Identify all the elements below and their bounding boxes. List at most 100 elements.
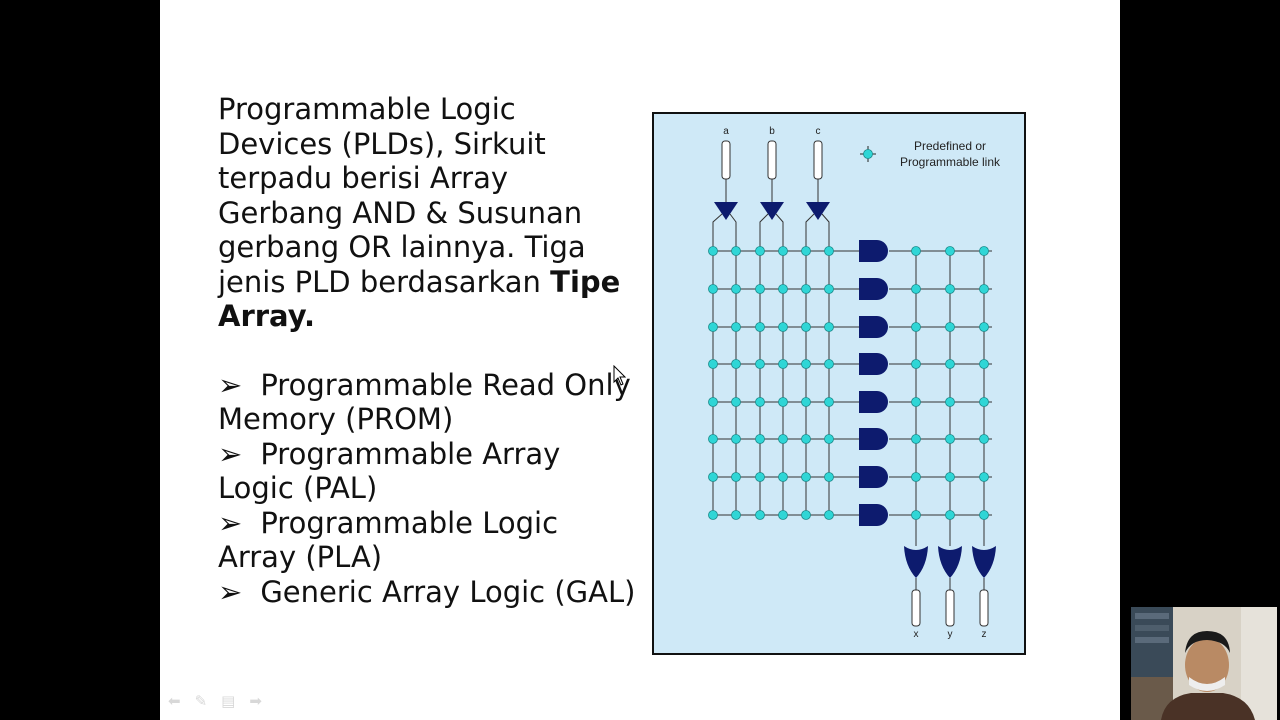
link-node bbox=[801, 322, 811, 332]
input-pin bbox=[767, 140, 777, 180]
link-node bbox=[755, 397, 765, 407]
output-label-x: x bbox=[914, 629, 919, 640]
link-node bbox=[824, 359, 834, 369]
link-node bbox=[945, 434, 955, 444]
link-node bbox=[731, 397, 741, 407]
bullet-label: Programmable Read Only Memory (PROM) bbox=[218, 367, 631, 437]
link-node bbox=[731, 472, 741, 482]
link-node bbox=[911, 434, 921, 444]
link-node bbox=[778, 434, 788, 444]
legend: Predefined or Programmable link bbox=[860, 139, 1001, 169]
presenter-webcam-image bbox=[1131, 607, 1277, 720]
legend-line-2: Programmable link bbox=[900, 155, 1001, 169]
link-node bbox=[979, 322, 989, 332]
link-node bbox=[755, 434, 765, 444]
link-node bbox=[708, 472, 718, 482]
link-node bbox=[979, 397, 989, 407]
link-node bbox=[708, 397, 718, 407]
input-label-c: c bbox=[816, 126, 821, 137]
link-node bbox=[945, 322, 955, 332]
bullet-arrow-icon: ➢ bbox=[218, 574, 243, 609]
link-node bbox=[755, 472, 765, 482]
link-node bbox=[731, 322, 741, 332]
link-node bbox=[801, 284, 811, 294]
link-node bbox=[911, 397, 921, 407]
link-node bbox=[731, 510, 741, 520]
link-node bbox=[778, 246, 788, 256]
and-gate-icon bbox=[859, 353, 888, 375]
link-node bbox=[979, 510, 989, 520]
link-node bbox=[824, 472, 834, 482]
slide-nav: ⬅ ✎ ▤ ➡ bbox=[168, 692, 262, 710]
link-node bbox=[945, 472, 955, 482]
link-node bbox=[945, 284, 955, 294]
link-node bbox=[824, 397, 834, 407]
link-node bbox=[911, 246, 921, 256]
link-node bbox=[945, 246, 955, 256]
link-node bbox=[731, 359, 741, 369]
link-node bbox=[911, 322, 921, 332]
link-node bbox=[755, 246, 765, 256]
link-node bbox=[824, 246, 834, 256]
link-node bbox=[778, 322, 788, 332]
link-node bbox=[911, 472, 921, 482]
input-buffer-icon bbox=[806, 202, 830, 220]
link-node bbox=[755, 284, 765, 294]
link-node bbox=[801, 434, 811, 444]
input-pin bbox=[813, 140, 823, 180]
link-node bbox=[911, 359, 921, 369]
link-node bbox=[801, 359, 811, 369]
bullet-label: Programmable Array Logic (PAL) bbox=[218, 436, 561, 506]
back-arrow-icon[interactable]: ⬅ bbox=[168, 692, 181, 710]
and-gate-icon bbox=[859, 278, 888, 300]
input-label-a: a bbox=[723, 126, 729, 137]
link-node bbox=[778, 284, 788, 294]
link-node bbox=[708, 510, 718, 520]
link-node bbox=[708, 359, 718, 369]
slide: Programmable Logic Devices (PLDs), Sirku… bbox=[160, 0, 1120, 720]
output-pin bbox=[979, 589, 989, 627]
link-node bbox=[911, 284, 921, 294]
link-node bbox=[801, 510, 811, 520]
link-node bbox=[778, 359, 788, 369]
menu-icon[interactable]: ▤ bbox=[221, 692, 236, 710]
bullet-label: Programmable Logic Array (PLA) bbox=[218, 505, 559, 575]
intro-text: Programmable Logic Devices (PLDs), Sirku… bbox=[218, 92, 586, 299]
pen-icon[interactable]: ✎ bbox=[194, 692, 208, 710]
bullet-arrow-icon: ➢ bbox=[218, 436, 243, 471]
intro-paragraph: Programmable Logic Devices (PLDs), Sirku… bbox=[218, 92, 638, 334]
link-node bbox=[979, 434, 989, 444]
forward-arrow-icon[interactable]: ➡ bbox=[249, 692, 262, 710]
bullet-item-gal: ➢Generic Array Logic (GAL) bbox=[218, 575, 638, 610]
link-node bbox=[708, 246, 718, 256]
link-node bbox=[731, 434, 741, 444]
input-pin bbox=[721, 140, 731, 180]
link-node bbox=[911, 510, 921, 520]
link-node bbox=[708, 284, 718, 294]
pld-array-svg: a b c x y z Predefined or Programmable l… bbox=[708, 126, 1001, 640]
input-buffer-icon bbox=[760, 202, 784, 220]
and-gate-icon bbox=[859, 240, 888, 262]
link-node bbox=[778, 510, 788, 520]
link-node bbox=[778, 397, 788, 407]
and-gate-icon bbox=[859, 428, 888, 450]
link-node bbox=[755, 510, 765, 520]
link-node bbox=[945, 359, 955, 369]
link-node bbox=[979, 284, 989, 294]
link-node bbox=[755, 359, 765, 369]
link-node bbox=[824, 284, 834, 294]
bullet-item-prom: ➢Programmable Read Only Memory (PROM) bbox=[218, 368, 638, 437]
and-gate-icon bbox=[859, 316, 888, 338]
link-node bbox=[801, 246, 811, 256]
link-node bbox=[979, 359, 989, 369]
bullet-item-pal: ➢Programmable Array Logic (PAL) bbox=[218, 437, 638, 506]
output-label-z: z bbox=[982, 629, 987, 640]
output-pin bbox=[945, 589, 955, 627]
slide-text: Programmable Logic Devices (PLDs), Sirku… bbox=[218, 92, 638, 609]
intro-bold-text: Tipe Array. bbox=[218, 264, 621, 334]
link-node bbox=[731, 284, 741, 294]
link-node bbox=[979, 246, 989, 256]
link-node bbox=[708, 434, 718, 444]
link-node bbox=[731, 246, 741, 256]
input-buffer-icon bbox=[714, 202, 738, 220]
